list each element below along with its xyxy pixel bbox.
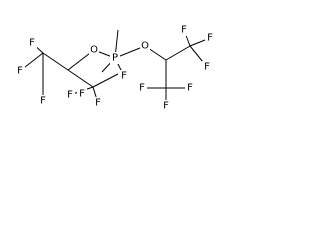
atom-f4: F — [65, 89, 75, 101]
atom-f6: F — [77, 88, 87, 100]
svg-text:F: F — [187, 83, 193, 94]
atom-f7: F — [179, 24, 189, 36]
svg-text:F: F — [204, 62, 210, 73]
atom-p: P — [110, 52, 120, 64]
bond-ch-cf3r1 — [165, 45, 191, 61]
atom-f8: F — [205, 32, 215, 44]
svg-text:F: F — [17, 66, 23, 77]
atom-f12: F — [161, 100, 171, 112]
atom-f1: F — [27, 37, 37, 49]
svg-text:F: F — [29, 38, 35, 49]
svg-text:F: F — [207, 33, 213, 44]
svg-text:F: F — [95, 98, 101, 109]
atom-f3: F — [38, 95, 48, 107]
bond-cf3l-ch — [42, 52, 69, 71]
atom-o2: O — [140, 40, 150, 52]
svg-text:F: F — [163, 101, 169, 112]
bond-ch-cf3l2 — [67, 69, 94, 88]
atom-f11: F — [185, 82, 195, 94]
atom-labels: F F F O P O F F F F F F F F F F — [15, 24, 215, 112]
svg-text:F: F — [121, 71, 127, 82]
bonds — [19, 29, 211, 106]
svg-text:F: F — [79, 89, 85, 100]
svg-text:F: F — [139, 83, 145, 94]
svg-text:F: F — [181, 25, 187, 36]
svg-text:P: P — [112, 53, 118, 64]
svg-text:O: O — [141, 41, 149, 52]
atom-f9: F — [202, 61, 212, 73]
svg-text:F: F — [40, 96, 46, 107]
bond-cf3l2-f5 — [92, 73, 119, 88]
atom-f10: F — [137, 82, 147, 94]
atom-fp: F — [119, 70, 129, 82]
structure-diagram: F F F O P O F F F F F F F F F F — [15, 24, 215, 112]
atom-f5: F — [93, 97, 103, 109]
atom-f2: F — [15, 65, 25, 77]
svg-text:F: F — [67, 90, 73, 101]
svg-text:O: O — [90, 45, 98, 56]
atom-o1: O — [89, 44, 99, 56]
